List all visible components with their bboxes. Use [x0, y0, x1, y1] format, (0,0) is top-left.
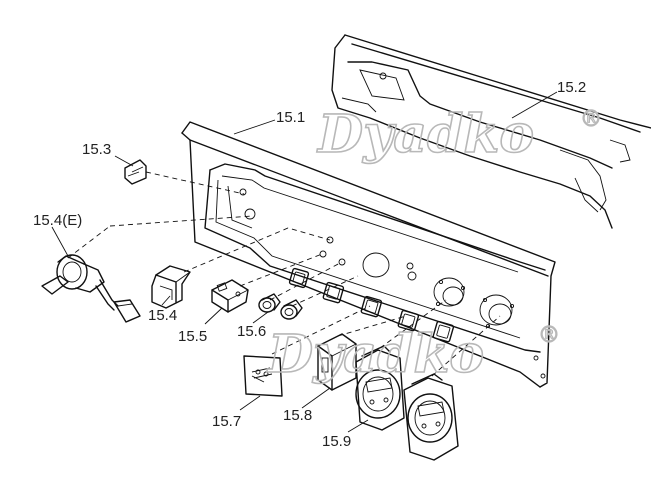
- watermark-registered-bottom: ®: [538, 323, 560, 348]
- part-main-panel: [181, 121, 556, 388]
- label-15-7: 15.7: [212, 413, 241, 430]
- watermark-registered-top: ®: [580, 107, 602, 132]
- label-15-2: 15.2: [557, 79, 586, 96]
- part-module: [317, 333, 357, 391]
- part-screw: [124, 159, 147, 185]
- label-15-1: 15.1: [276, 109, 305, 126]
- label-15-3: 15.3: [82, 141, 111, 158]
- label-15-4: 15.4: [148, 307, 177, 324]
- label-15-5: 15.5: [178, 328, 207, 345]
- label-15-6: 15.6: [237, 323, 266, 340]
- watermark-top: Dyadko ®: [315, 103, 602, 166]
- watermark-brand-top: Dyadko: [316, 104, 534, 165]
- part-fuse-holders: [258, 293, 303, 320]
- label-15-9: 15.9: [322, 433, 351, 450]
- watermark-brand-bottom: Dyadko: [266, 324, 484, 385]
- part-labels: 15.1 15.2 15.3 15.4(E) 15.4 15.5 15.6 15…: [33, 79, 586, 450]
- part-key-switch: [41, 254, 141, 323]
- assembly-dashed-lines: [67, 171, 501, 377]
- part-sockets: [355, 345, 459, 461]
- leader-lines: [51, 91, 558, 433]
- label-15-4e: 15.4(E): [33, 212, 82, 229]
- part-frame-handle: [331, 34, 651, 229]
- part-rocker-switch: [151, 265, 191, 309]
- part-label-plate: [243, 355, 283, 397]
- part-circuit-breaker: [211, 279, 249, 313]
- label-15-8: 15.8: [283, 407, 312, 424]
- watermark-bottom: Dyadko ®: [265, 322, 560, 385]
